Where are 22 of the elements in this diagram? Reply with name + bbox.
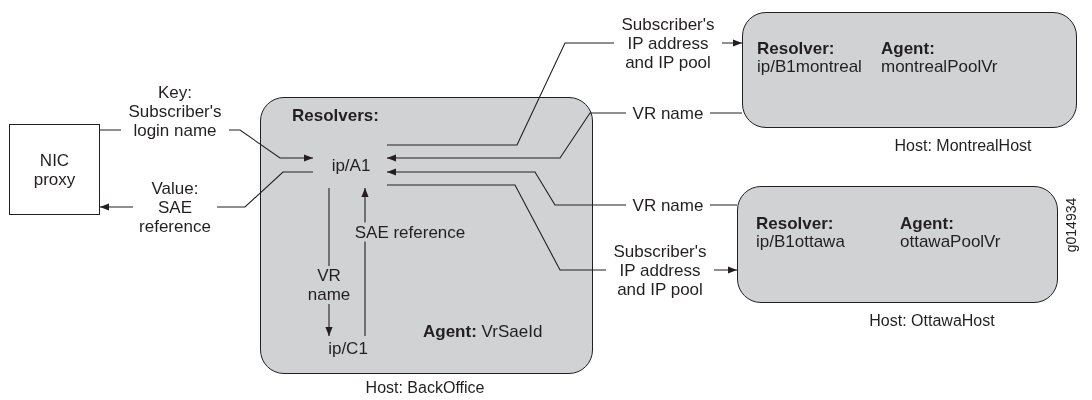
node-text: ip/B1montreal [757,57,862,76]
proxy-box [9,124,100,215]
heading-text: Resolver: [756,214,834,233]
heading-text: Resolvers: [292,106,379,125]
heading-text: Agent: [900,214,954,233]
heading-text: Agent: [881,39,935,58]
host-caption: Host: BackOffice [365,379,485,397]
heading-text: Resolver: [757,39,835,58]
host-box [737,186,1058,303]
node-text: ottawaPoolVr [900,232,1001,251]
arrow [361,187,369,337]
figure-id: g014934 [1063,197,1079,253]
node-text: ip/A1 [331,156,371,175]
node-text: montrealPoolVr [881,57,998,76]
host-caption: Host: OttawaHost [869,312,995,330]
node-text: ip/B1ottawa [756,232,845,251]
host-box [742,12,1077,128]
node-text: ip/C1 [328,338,368,358]
node-text: NIC proxy [32,150,77,189]
node-text: Agent: VrSaeId [423,322,543,341]
host-caption: Host: MontrealHost [894,137,1032,155]
host-box [260,97,593,374]
